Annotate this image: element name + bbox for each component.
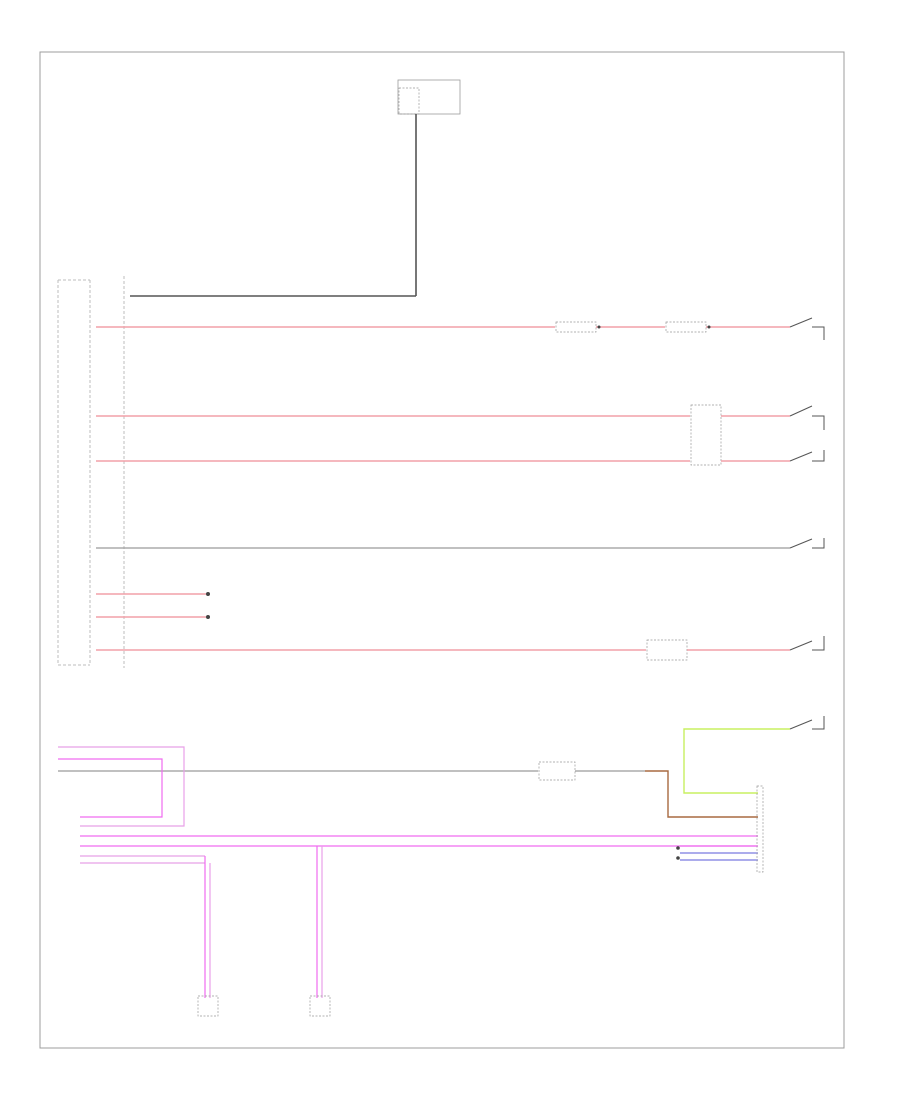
left-module — [57, 276, 125, 668]
wire-row-3 — [96, 450, 825, 462]
wire-row-1 — [96, 317, 825, 340]
wire-row-5 — [96, 592, 210, 619]
diagram-frame — [39, 51, 845, 1049]
pink-drops — [197, 846, 331, 1017]
top-component — [397, 79, 461, 296]
right-module — [756, 785, 764, 873]
wire-row-4 — [96, 538, 825, 549]
pink-bus — [80, 835, 758, 864]
wire-row-2 — [96, 404, 825, 466]
wire-row-6 — [96, 636, 825, 661]
green-brown-wires — [645, 716, 825, 818]
bottom-left-bus — [58, 746, 645, 827]
